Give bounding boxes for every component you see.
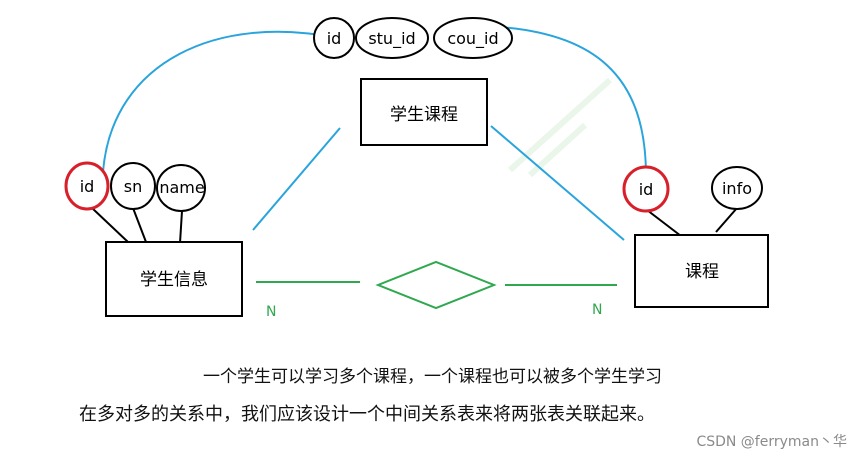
entity-student-course-label: 学生课程 [390, 105, 458, 125]
link-line-student [252, 127, 341, 231]
background-watermark [507, 77, 613, 178]
attr-student-id-label: id [80, 177, 95, 196]
entity-student-course [360, 78, 488, 146]
attr-course-info-label: info [722, 179, 752, 198]
attr-stu-id-label: stu_id [368, 29, 415, 49]
attr-course-info [711, 166, 763, 210]
attr-student-sn [110, 162, 156, 210]
caption-explanation: 在多对多的关系中，我们应该设计一个中间关系表来将两张表关联起来。 [79, 404, 655, 425]
entity-course-label: 课程 [685, 262, 719, 282]
attr-student-id [64, 161, 110, 211]
cardinality-right: N [592, 302, 602, 318]
link-arc-course-id [469, 25, 647, 177]
attr-cou-id-label: cou_id [447, 29, 498, 49]
attr-student-course-id [313, 17, 355, 59]
caption-relationship: 一个学生可以学习多个课程，一个课程也可以被多个学生学习 [203, 367, 662, 387]
link-line-course [490, 125, 625, 241]
attribute-connectors [91, 207, 738, 247]
attr-course-id [622, 165, 670, 213]
attr-course-id-label: id [639, 180, 654, 199]
attr-student-sn-label: sn [124, 177, 142, 196]
entity-course [634, 234, 769, 308]
attr-student-course-id-label: id [327, 29, 342, 48]
entity-student-info [105, 241, 243, 317]
relationship-diamond [375, 260, 497, 310]
cardinality-left: N [266, 304, 276, 320]
attr-stu-id [355, 17, 429, 59]
attr-student-name [156, 164, 206, 212]
watermark: CSDN @ferryman丶华 [696, 434, 847, 450]
attr-cou-id [433, 17, 513, 59]
attr-student-name-label: name [159, 178, 204, 197]
link-arc-student-id [102, 30, 337, 173]
entity-student-info-label: 学生信息 [140, 270, 208, 290]
